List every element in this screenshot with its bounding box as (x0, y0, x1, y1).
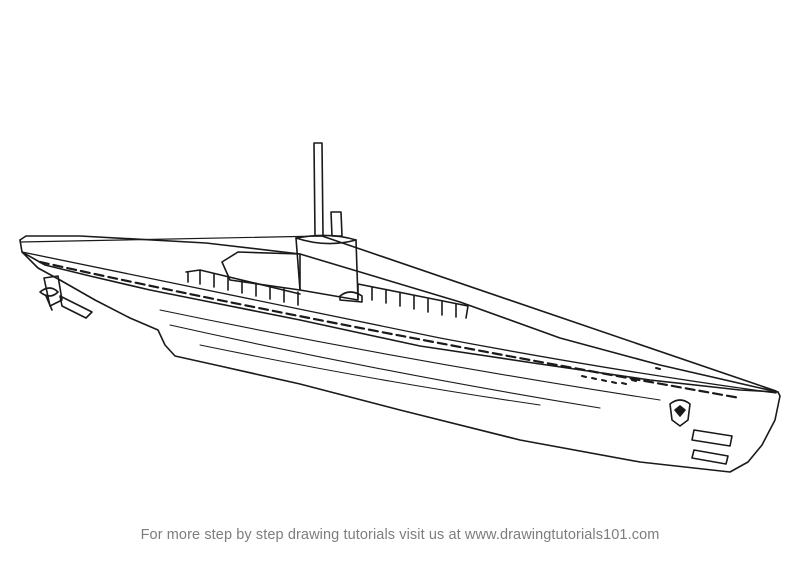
watermark-caption: For more step by step drawing tutorials … (140, 527, 660, 543)
rear-deck-railing (185, 269, 301, 306)
bow-emblem-mark (674, 405, 686, 417)
torpedo-tube-upper (691, 429, 733, 447)
waterline-stripe (38, 260, 742, 400)
bridge-window (339, 291, 363, 303)
hull-outline (19, 239, 781, 473)
front-deck-railing (357, 283, 469, 319)
hull-contour-line-2 (169, 324, 601, 409)
antenna-wire-rear (19, 235, 323, 243)
hull-markings (581, 375, 637, 385)
antenna-wire-front (321, 235, 777, 392)
hull-contour-line-1 (159, 309, 661, 401)
deck-outline (19, 235, 779, 393)
torpedo-tube-lower (691, 449, 729, 465)
periscope-mast (313, 142, 324, 237)
hull-sheer-line (21, 251, 777, 394)
periscope-head (330, 211, 343, 237)
bow-emblem (669, 399, 691, 427)
conning-tower-rim (295, 237, 357, 245)
hull-contour-line-3 (199, 344, 541, 406)
stern-rudder (43, 275, 63, 307)
stern-plane (59, 295, 93, 319)
propeller (39, 287, 59, 311)
bow-marking (655, 367, 661, 370)
